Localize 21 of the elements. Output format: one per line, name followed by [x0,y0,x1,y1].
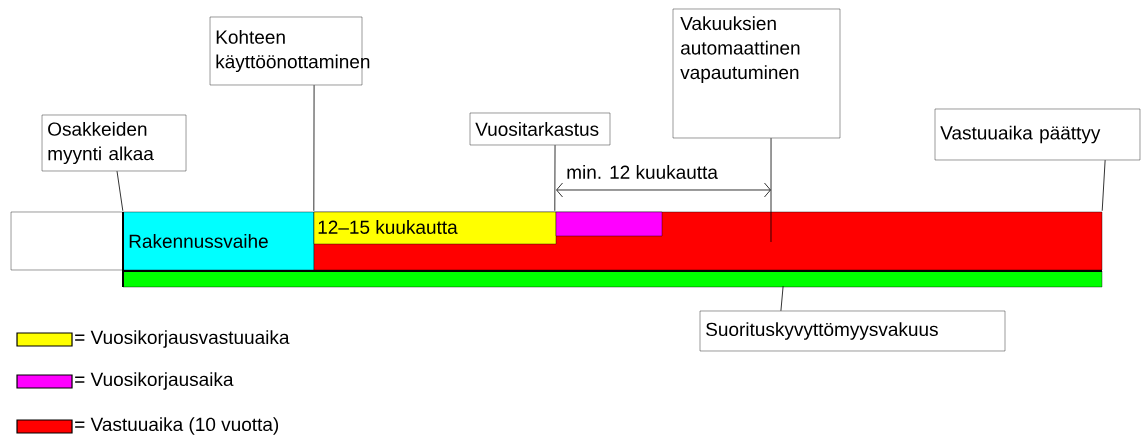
leader-line [1101,159,1106,212]
callout-box: Vastuuaika päättyy [934,108,1141,161]
legend-label: = Vuosikorjausvastuuaika [75,330,290,348]
callout-box: Vakuuksien automaattinen vapautuminen [672,8,841,139]
leader-line [780,285,784,312]
leader-line [116,170,124,212]
callout-box: Osakkeiden myynti alkaa [41,114,187,172]
callout-box: Kohteen käyttöönottaminen [209,16,370,86]
bar [10,211,124,271]
period-bar: 12–15 kuukautta [313,211,557,245]
leader-line [770,137,772,243]
dimension-label: min. 12 kuukautta [567,165,718,179]
phase-bar: Rakennussvaihe [122,211,315,271]
callout-box: Vuositarkastus [469,112,611,146]
callout-box: Suorituskyvyttömyysvakuus [699,310,1006,352]
period-bar [555,211,663,237]
leader-line [554,144,556,212]
leader-line [313,84,315,212]
legend-label: = Vastuuaika (10 vuotta) [75,417,279,435]
legend-label: = Vuosikorjausaika [75,372,234,390]
guarantee-bar [122,269,1103,288]
